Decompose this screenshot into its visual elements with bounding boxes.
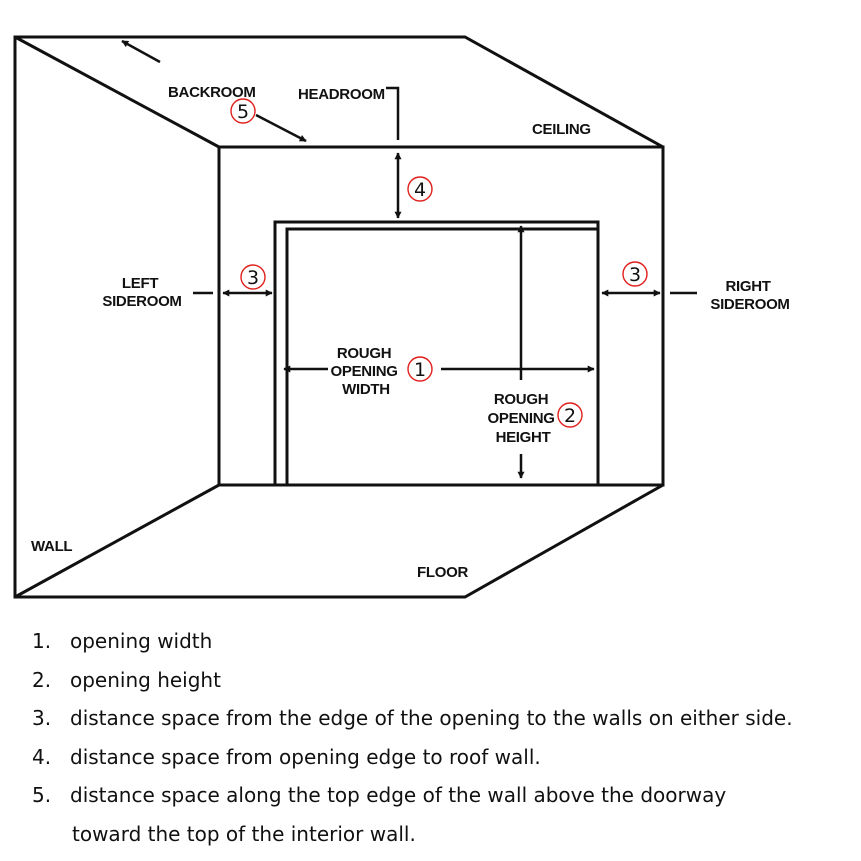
legend-item: 5. distance space along the top edge of … bbox=[32, 776, 852, 815]
dimension-arrows bbox=[121, 39, 697, 479]
floor-label: FLOOR bbox=[417, 564, 468, 581]
room-outline bbox=[13, 35, 665, 599]
ceiling-left-edge bbox=[14, 35, 220, 149]
left-sideroom-line-1: LEFT bbox=[122, 275, 158, 292]
marker-3-left: 3 bbox=[240, 264, 266, 290]
markers: 5 4 3 3 1 2 bbox=[230, 98, 648, 428]
left-sideroom-label: LEFT SIDEROOM bbox=[102, 275, 181, 310]
right-sideroom-line-1: RIGHT bbox=[725, 278, 770, 295]
legend-item: 4. distance space from opening edge to r… bbox=[32, 738, 852, 777]
legend-text: distance space along the top edge of the… bbox=[70, 783, 727, 808]
door-opening bbox=[273, 220, 600, 485]
legend-text: opening height bbox=[70, 667, 221, 692]
back-wall bbox=[217, 145, 665, 487]
marker-3-right: 3 bbox=[622, 261, 648, 287]
right-sideroom-label: RIGHT SIDEROOM bbox=[710, 278, 789, 313]
legend-number: 4. bbox=[32, 744, 52, 769]
svg-text:1: 1 bbox=[414, 359, 426, 381]
height-line-3: HEIGHT bbox=[496, 429, 551, 446]
ceiling-label: CEILING bbox=[532, 121, 591, 138]
legend-text: toward the top of the interior wall. bbox=[72, 821, 416, 846]
marker-2: 2 bbox=[557, 402, 583, 428]
floor-left-edge bbox=[14, 483, 220, 599]
legend-item: 3. distance space from the edge of the o… bbox=[32, 699, 852, 738]
diagram-labels: BACKROOM HEADROOM CEILING LEFT SIDEROOM … bbox=[31, 84, 790, 581]
legend-number: 1. bbox=[32, 629, 52, 653]
garage-opening-diagram: BACKROOM HEADROOM CEILING LEFT SIDEROOM … bbox=[13, 35, 790, 599]
legend-number: 5. bbox=[32, 783, 52, 808]
svg-text:2: 2 bbox=[564, 405, 576, 427]
legend-text: opening width bbox=[70, 629, 213, 653]
height-line-2: OPENING bbox=[488, 410, 555, 427]
backroom-label: BACKROOM bbox=[168, 84, 256, 101]
legend-list: 1. opening width 2. opening height 3. di… bbox=[32, 622, 852, 853]
headroom-label: HEADROOM bbox=[298, 86, 385, 103]
legend-number: 2. bbox=[32, 667, 52, 692]
legend-number: 3. bbox=[32, 706, 52, 731]
door-frame-inner bbox=[285, 227, 598, 485]
backroom-arrow-down bbox=[255, 113, 307, 143]
legend-item-continuation: toward the top of the interior wall. bbox=[32, 815, 852, 853]
legend-text: distance space from the edge of the open… bbox=[70, 706, 793, 731]
right-sideroom-line-2: SIDEROOM bbox=[710, 296, 789, 313]
legend-text: distance space from opening edge to roof… bbox=[70, 744, 541, 769]
marker-1: 1 bbox=[407, 356, 433, 382]
door-frame bbox=[273, 220, 600, 485]
rough-opening-height-label: ROUGH OPENING HEIGHT bbox=[488, 391, 559, 446]
wall-label: WALL bbox=[31, 538, 72, 555]
marker-4: 4 bbox=[407, 176, 433, 202]
height-line-1: ROUGH bbox=[494, 391, 548, 408]
rough-opening-width-label: ROUGH OPENING WIDTH bbox=[331, 345, 402, 398]
svg-text:3: 3 bbox=[629, 264, 641, 286]
legend-item: 2. opening height bbox=[32, 661, 852, 700]
headroom-leader bbox=[386, 86, 400, 140]
legend-item: 1. opening width bbox=[32, 622, 852, 661]
width-line-2: OPENING bbox=[331, 363, 398, 380]
svg-text:5: 5 bbox=[237, 101, 249, 123]
backroom-arrow-up bbox=[121, 39, 161, 64]
marker-5: 5 bbox=[230, 98, 256, 124]
left-sideroom-line-2: SIDEROOM bbox=[102, 293, 181, 310]
svg-text:3: 3 bbox=[247, 267, 259, 289]
width-line-1: ROUGH bbox=[337, 345, 391, 362]
width-line-3: WIDTH bbox=[342, 381, 390, 398]
svg-text:4: 4 bbox=[414, 179, 426, 201]
